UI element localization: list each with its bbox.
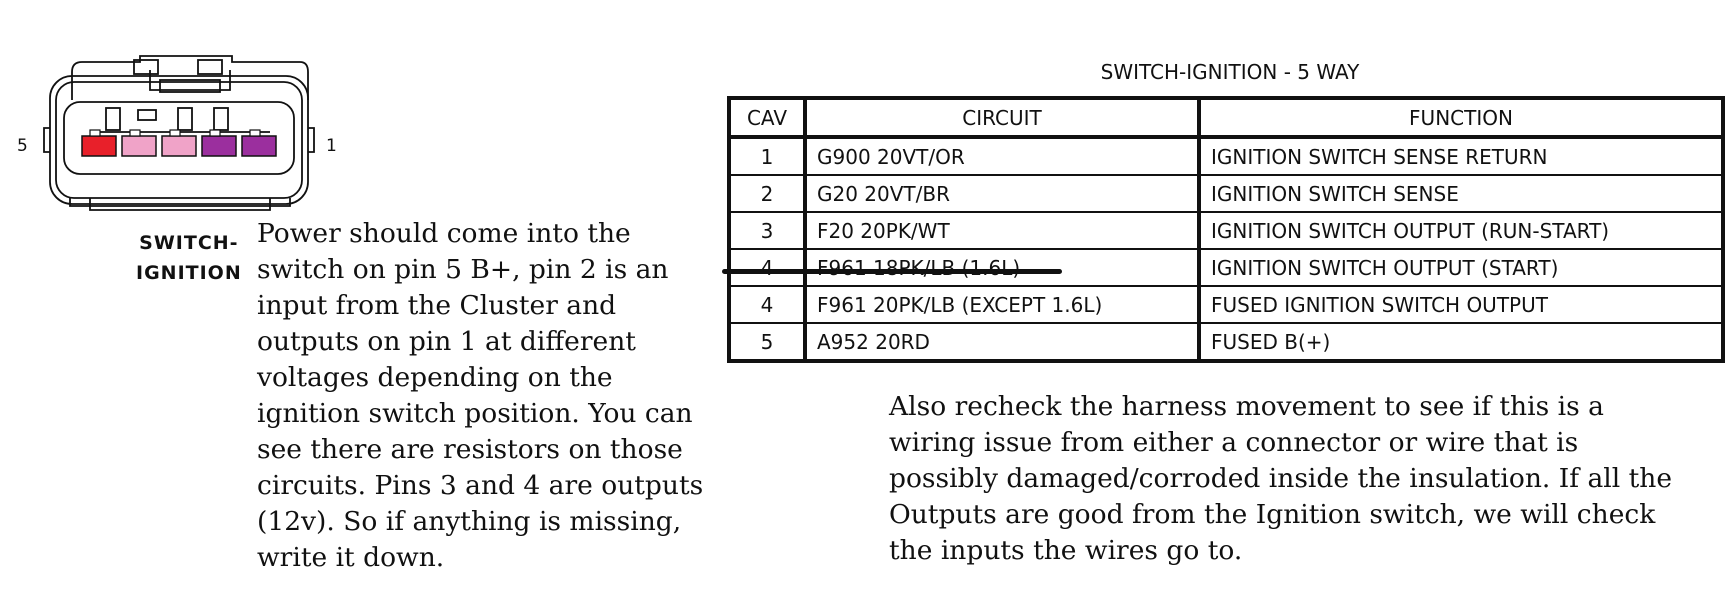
cell-circuit: G900 20VT/OR (804, 136, 1201, 176)
table-row: 4 F961 20PK/LB (EXCEPT 1.6L) FUSED IGNIT… (728, 285, 1724, 324)
pin-cell (81, 135, 117, 157)
cell-function: IGNITION SWITCH OUTPUT (RUN-START) (1198, 211, 1724, 250)
cell-cav: 2 (728, 174, 807, 213)
cell-cav: 1 (728, 136, 807, 176)
cell-cav: 3 (728, 211, 807, 250)
note-left: Power should come into the switch on pin… (257, 218, 704, 573)
cell-cav: 4 (728, 285, 807, 324)
header-circuit: CIRCUIT (804, 97, 1201, 139)
table-row: 1 G900 20VT/OR IGNITION SWITCH SENSE RET… (728, 136, 1724, 176)
cell-circuit: F20 20PK/WT (804, 211, 1201, 250)
cell-circuit: F961 20PK/LB (EXCEPT 1.6L) (804, 285, 1201, 324)
connector-name-line2: IGNITION (136, 262, 242, 284)
cell-function: FUSED B(+) (1198, 322, 1724, 362)
cell-function: FUSED IGNITION SWITCH OUTPUT (1198, 285, 1724, 324)
cell-function: IGNITION SWITCH SENSE RETURN (1198, 136, 1724, 176)
header-cav: CAV (728, 97, 807, 139)
pin-5-label: 5 (17, 136, 28, 156)
table-row: 3 F20 20PK/WT IGNITION SWITCH OUTPUT (RU… (728, 211, 1724, 250)
table-header-row: CAV CIRCUIT FUNCTION (728, 97, 1724, 139)
pin-cell (161, 135, 197, 157)
pin-1-label: 1 (326, 136, 337, 156)
pin-cell (121, 135, 157, 157)
connector-name: SWITCH- IGNITION (136, 228, 242, 288)
pin-cell (241, 135, 277, 157)
strikethrough-line (722, 269, 1062, 274)
pin-cell (201, 135, 237, 157)
connector-diagram (43, 55, 315, 211)
pinout-table: CAV CIRCUIT FUNCTION 1 G900 20VT/OR IGNI… (727, 96, 1725, 363)
table-row: 2 G20 20VT/BR IGNITION SWITCH SENSE (728, 174, 1724, 213)
cell-function: IGNITION SWITCH SENSE (1198, 174, 1724, 213)
table-row: 5 A952 20RD FUSED B(+) (728, 322, 1724, 362)
header-function: FUNCTION (1198, 97, 1724, 139)
note-right: Also recheck the harness movement to see… (889, 391, 1673, 566)
cell-cav: 4 (728, 248, 807, 287)
cell-circuit: G20 20VT/BR (804, 174, 1201, 213)
cell-function: IGNITION SWITCH OUTPUT (START) (1198, 248, 1724, 287)
cell-circuit: A952 20RD (804, 322, 1201, 362)
cell-circuit: F961 18PK/LB (1.6L) (804, 248, 1201, 287)
table-row-struck: 4 F961 18PK/LB (1.6L) IGNITION SWITCH OU… (728, 248, 1724, 287)
cell-cav: 5 (728, 322, 807, 362)
connector-name-line1: SWITCH- (139, 232, 239, 254)
table-title: SWITCH-IGNITION - 5 WAY (1100, 60, 1360, 84)
